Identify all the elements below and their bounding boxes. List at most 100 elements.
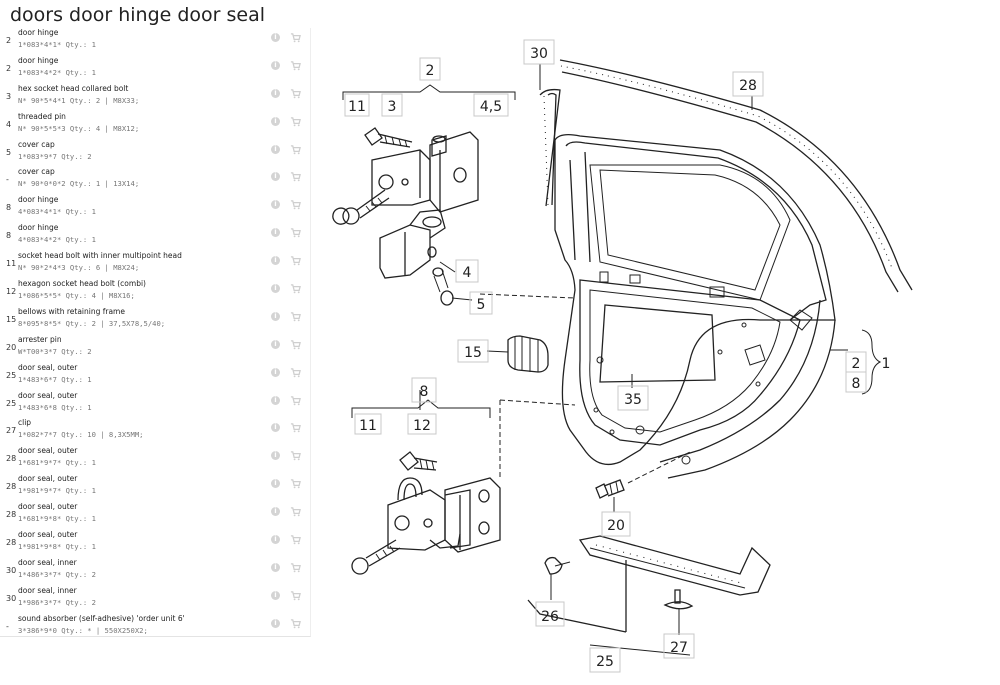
- exploded-parts-diagram: 2 11 3 4,5 30 28 4 5 15 35 2 1 8 8 11 12…: [332, 39, 913, 673]
- info-icon[interactable]: i: [271, 284, 280, 294]
- info-icon[interactable]: i: [271, 507, 280, 517]
- info-icon[interactable]: i: [271, 618, 280, 628]
- info-icon[interactable]: i: [271, 367, 280, 377]
- cart-icon[interactable]: [290, 311, 301, 322]
- cart-icon[interactable]: [290, 88, 301, 99]
- part-detail: 4*083*4*1* Qty.: 1: [18, 207, 96, 217]
- callout-30: 30: [523, 39, 555, 65]
- part-row[interactable]: 2 door hinge 1*083*4*1* Qty.: 1 i: [0, 28, 310, 56]
- part-name: door hinge: [18, 195, 59, 205]
- cart-icon[interactable]: [290, 395, 301, 406]
- part-name: door hinge: [18, 28, 59, 37]
- info-icon[interactable]: i: [271, 88, 280, 98]
- info-icon[interactable]: i: [271, 395, 280, 405]
- cart-icon[interactable]: [290, 144, 301, 155]
- info-icon[interactable]: i: [271, 311, 280, 321]
- part-position: 25: [6, 370, 17, 380]
- part-row[interactable]: -sound absorber (self-adhesive) 'order u…: [0, 614, 310, 636]
- callout-8-mid: 8: [411, 377, 437, 403]
- info-icon[interactable]: i: [271, 590, 280, 600]
- info-icon[interactable]: i: [271, 256, 280, 266]
- cart-icon[interactable]: [290, 422, 301, 433]
- cart-icon[interactable]: [290, 590, 301, 601]
- info-icon[interactable]: i: [271, 60, 280, 70]
- info-icon[interactable]: i: [271, 144, 280, 154]
- svg-text:3: 3: [388, 99, 397, 115]
- part-name: door hinge: [18, 223, 59, 233]
- part-detail: W*T00*3*7 Qty.: 2: [18, 346, 92, 356]
- part-name: threaded pin: [18, 111, 66, 121]
- cart-icon[interactable]: [290, 32, 301, 43]
- cart-icon[interactable]: [290, 283, 301, 294]
- callout-5: 5: [469, 291, 493, 315]
- part-name: door seal, outer: [18, 362, 78, 372]
- part-detail: N* 90*5*5*3 Qty.: 4 | M8X12;: [18, 123, 140, 133]
- part-name: clip: [18, 418, 32, 428]
- callout-3: 3: [381, 93, 403, 117]
- lower-hinge-illustration: [351, 399, 501, 575]
- cart-icon[interactable]: [290, 199, 301, 210]
- info-icon[interactable]: i: [271, 172, 280, 182]
- info-icon[interactable]: i: [271, 423, 280, 433]
- cart-icon[interactable]: [290, 478, 301, 489]
- cart-icon[interactable]: [290, 255, 301, 266]
- part-name: door seal, inner: [18, 585, 77, 595]
- part-detail: 1*083*4*1* Qty.: 1: [18, 40, 96, 49]
- svg-text:4,5: 4,5: [480, 99, 502, 115]
- arrester-pin-illustration: [595, 451, 691, 512]
- part-position: 2: [6, 36, 12, 45]
- part-name: bellows with retaining frame: [18, 306, 125, 316]
- svg-text:20: 20: [607, 518, 625, 534]
- part-name: door seal, outer: [18, 474, 78, 484]
- part-detail: 1*986*3*7* Qty.: 2: [18, 597, 96, 607]
- callout-2-top: 2: [419, 57, 441, 81]
- info-icon[interactable]: i: [271, 200, 280, 210]
- info-icon[interactable]: i: [271, 116, 280, 126]
- cart-icon[interactable]: [290, 506, 301, 517]
- part-position: 28: [6, 538, 17, 548]
- info-icon[interactable]: i: [271, 228, 280, 238]
- cart-icon[interactable]: [290, 450, 301, 461]
- part-position: 15: [6, 314, 17, 324]
- cart-icon[interactable]: [290, 171, 301, 182]
- cart-icon[interactable]: [290, 562, 301, 573]
- callout-26: 26: [535, 601, 565, 627]
- part-detail: N* 90*5*4*1 Qty.: 2 | M8X33;: [18, 95, 140, 105]
- cart-icon[interactable]: [290, 339, 301, 350]
- cart-icon[interactable]: [290, 618, 301, 629]
- info-icon[interactable]: i: [271, 562, 280, 572]
- part-detail: 1*681*9*8* Qty.: 1: [18, 514, 96, 524]
- cart-icon[interactable]: [290, 534, 301, 545]
- info-icon[interactable]: i: [271, 451, 280, 461]
- cart-icon[interactable]: [290, 227, 301, 238]
- cart-icon[interactable]: [290, 367, 301, 378]
- cart-icon[interactable]: [290, 116, 301, 127]
- callout-20: 20: [601, 511, 631, 537]
- svg-text:4: 4: [463, 265, 472, 281]
- cart-icon[interactable]: [290, 60, 301, 71]
- info-icon[interactable]: i: [271, 339, 280, 349]
- info-icon[interactable]: i: [271, 479, 280, 489]
- info-icon[interactable]: i: [271, 535, 280, 545]
- info-icon[interactable]: i: [271, 33, 280, 42]
